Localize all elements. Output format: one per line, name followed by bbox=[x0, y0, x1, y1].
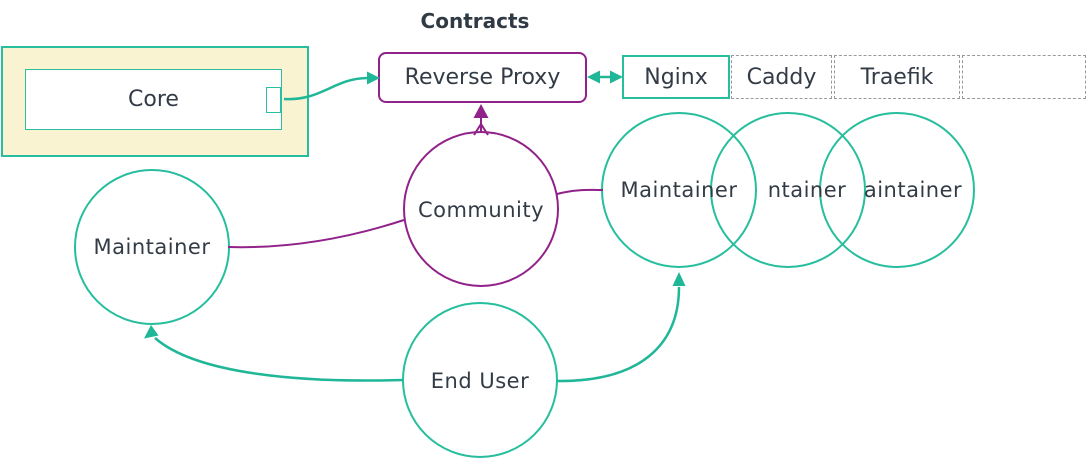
maintainer-right-1-label: Maintainer bbox=[621, 178, 738, 202]
arrowhead-open-v-icon bbox=[473, 123, 489, 136]
proxy-cell-caddy-label: Caddy bbox=[746, 64, 817, 90]
proxy-cell-traefik-label: Traefik bbox=[860, 64, 934, 90]
core-node-label: Core bbox=[128, 87, 179, 112]
reverse-proxy-label: Reverse Proxy bbox=[404, 65, 561, 90]
proxy-cell-empty bbox=[962, 55, 1086, 99]
edge-community-to-reverse-proxy bbox=[473, 104, 489, 136]
maintainer-right-2-node bbox=[710, 112, 866, 268]
core-node: Core bbox=[25, 69, 282, 130]
edge-end-user-to-maintainer-left bbox=[144, 325, 404, 382]
community-label: Community bbox=[418, 198, 544, 222]
core-port bbox=[266, 87, 281, 113]
proxy-cell-caddy: Caddy bbox=[731, 55, 832, 99]
arrowhead-up-icon bbox=[672, 272, 686, 286]
edge-community-to-maintainer-right bbox=[556, 188, 604, 195]
end-user-label: End User bbox=[431, 369, 529, 393]
proxy-cell-nginx-label: Nginx bbox=[644, 64, 708, 90]
arrowhead-left-icon bbox=[587, 70, 600, 84]
edge-core-to-reverse-proxy bbox=[283, 71, 380, 101]
proxy-cell-traefik: Traefik bbox=[834, 55, 960, 99]
maintainer-left-label: Maintainer bbox=[94, 235, 211, 259]
proxy-cell-nginx: Nginx bbox=[622, 55, 730, 99]
edge-end-user-to-maintainer-right bbox=[556, 272, 686, 383]
diagram-title: Contracts bbox=[420, 9, 530, 33]
edge-community-to-maintainer-left bbox=[227, 219, 405, 249]
arrowhead-right-icon bbox=[367, 71, 380, 85]
arrowhead-up-icon bbox=[473, 104, 489, 118]
arrowhead-up-icon bbox=[144, 325, 159, 339]
maintainer-right-2-label: ntainer bbox=[768, 178, 847, 202]
maintainer-right-3-label: aintainer bbox=[864, 178, 962, 202]
maintainer-right-3-node bbox=[819, 112, 975, 268]
edge-reverse-proxy-nginx-double-arrow bbox=[587, 70, 623, 84]
arrowhead-right-icon bbox=[610, 70, 623, 84]
